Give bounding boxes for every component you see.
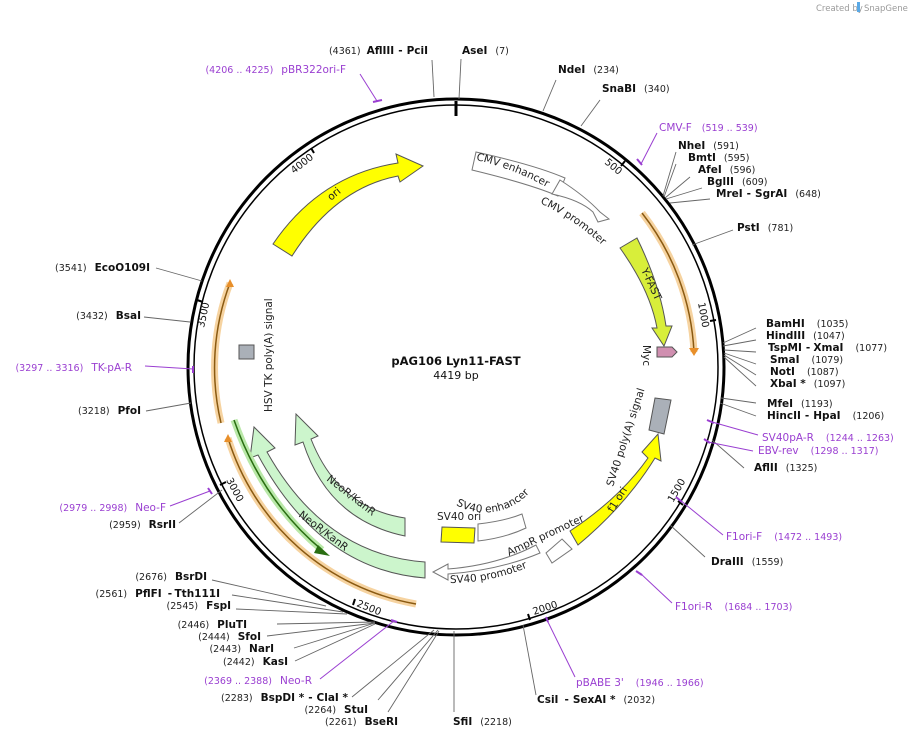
plasmid-length: 4419 bp xyxy=(433,369,478,382)
feature-hsv-tk-polya: HSV TK poly(A) signal xyxy=(238,298,275,412)
primer-sv40pa-r: SV40pA-R(1244 .. 1263) xyxy=(762,432,894,444)
site-sfiI: SfiI(2218) xyxy=(453,716,512,728)
tick-1500: 1500 xyxy=(666,477,688,505)
site-mreI-sgrAI: MreI-SgrAI(648) xyxy=(716,188,821,200)
site-sfoI: (2444)SfoI xyxy=(198,631,261,643)
primer-neo-r: (2369 .. 2388)Neo-R xyxy=(204,675,312,687)
feature-neo-green-arrow xyxy=(230,418,330,556)
primer-pbabe-3: pBABE 3'(1946 .. 1966) xyxy=(576,677,704,689)
tick-1000: 1000 xyxy=(695,302,710,329)
site-pfoI: (3218)PfoI xyxy=(78,405,141,417)
primer-cmv-f: CMV-F(519 .. 539) xyxy=(659,122,758,134)
cmv-primer-line xyxy=(641,212,695,353)
credit-brand: SnapGene xyxy=(864,4,908,14)
feature-ori: ori xyxy=(272,153,425,257)
primer-ebv-rev: EBV-rev(1298 .. 1317) xyxy=(758,445,879,457)
site-bmtI: BmtI(595) xyxy=(688,152,749,164)
feature-cmv-enhancer: CMV enhancer xyxy=(471,151,566,197)
site-labels: (4361)AflIII-PciI AseI(7) NdeI(234) SnaB… xyxy=(55,45,887,728)
tick-marks: 500 1000 1500 2000 2500 3000 3500 4000 xyxy=(196,147,717,621)
primer-pbr322ori-f: (4206 .. 4225)pBR322ori-F xyxy=(205,64,346,76)
site-bsrDI: (2676)BsrDI xyxy=(135,571,207,583)
site-xbaI: XbaI *(1097) xyxy=(770,378,845,390)
site-csiI-sexAI: CsiI-SexAI *(2032) xyxy=(537,694,655,706)
site-mfeI: MfeI(1193) xyxy=(767,398,833,410)
site-tspMI-xmaI: TspMI-XmaI(1077) xyxy=(768,342,887,354)
tk-primer-line xyxy=(213,282,231,424)
site-stuI: (2264)StuI xyxy=(304,704,368,716)
primer-tk-pa-r: (3297 .. 3316)TK-pA-R xyxy=(15,362,132,374)
site-draIII: DraIII(1559) xyxy=(711,556,783,568)
site-kasI: (2442)KasI xyxy=(223,656,288,668)
site-aflII: AflII(1325) xyxy=(754,462,817,474)
site-smaI: SmaI(1079) xyxy=(770,354,843,366)
label-myc: Myc xyxy=(640,345,652,366)
site-hincII-hpaI: HincII-HpaI(1206) xyxy=(767,410,884,422)
primer-neo-f: (2979 .. 2998)Neo-F xyxy=(59,502,166,514)
primer-f1ori-r: F1ori-R(1684 .. 1703) xyxy=(675,601,792,613)
site-bseRI: (2261)BseRI xyxy=(325,716,398,728)
site-nheI: NheI(591) xyxy=(678,140,739,152)
site-hindIII: HindIII(1047) xyxy=(766,330,845,342)
site-bamHI: BamHI(1035) xyxy=(766,318,848,330)
site-notI: NotI(1087) xyxy=(770,366,839,378)
primer-labels: (4206 .. 4225)pBR322ori-F CMV-F(519 .. 5… xyxy=(15,64,893,689)
site-snaBI: SnaBI(340) xyxy=(602,83,670,95)
site-bsaI: (3432)BsaI xyxy=(76,310,141,322)
label-sv40-ori: SV40 ori xyxy=(437,511,481,523)
tick-500: 500 xyxy=(602,157,624,178)
site-aflIII-pciI: (4361)AflIII-PciI xyxy=(329,45,428,57)
snapgene-logo-icon xyxy=(857,2,860,12)
site-ecoO109I: (3541)EcoO109I xyxy=(55,262,150,274)
plasmid-name: pAG106 Lyn11-FAST xyxy=(391,354,520,368)
site-pstI: PstI(781) xyxy=(737,222,793,234)
site-afeI: AfeI(596) xyxy=(698,164,755,176)
site-rsrII: (2959)RsrII xyxy=(109,519,176,531)
site-narI: (2443)NarI xyxy=(209,643,274,655)
site-bglII: BglII(609) xyxy=(707,176,767,188)
site-ndeI: NdeI(234) xyxy=(558,64,619,76)
site-aseI: AseI(7) xyxy=(462,45,509,57)
label-hsv-tk-polya: HSV TK poly(A) signal xyxy=(263,298,275,412)
tk-primer-arrowhead xyxy=(226,279,234,287)
feature-sv40-ori: SV40 ori xyxy=(437,511,481,544)
label-f1-ori: f1 ori xyxy=(605,485,630,515)
tick-3500: 3500 xyxy=(196,301,212,328)
cmv-primer-arrowhead xyxy=(689,348,699,356)
feature-y-fast: Y-FAST xyxy=(619,237,673,348)
feature-sv40-promoter: SV40 promoter xyxy=(431,544,541,586)
site-pluTI: (2446)PluTI xyxy=(178,619,247,631)
primer-f1ori-f: F1ori-F(1472 .. 1493) xyxy=(726,531,842,543)
credit-text: Created by xyxy=(816,4,863,14)
site-fspI: (2545)FspI xyxy=(167,600,231,612)
site-bspDI-claI: (2283)BspDI *-ClaI * xyxy=(221,692,348,704)
neo-primer-line xyxy=(227,437,417,605)
primer-leader-lines xyxy=(144,73,759,680)
feature-myc: Myc xyxy=(640,345,678,366)
site-leader-lines xyxy=(143,58,757,713)
neo-primer-arrowhead xyxy=(224,434,232,442)
site-pflFI-tth111I: (2561)PflFI-Tth111I xyxy=(96,588,220,600)
